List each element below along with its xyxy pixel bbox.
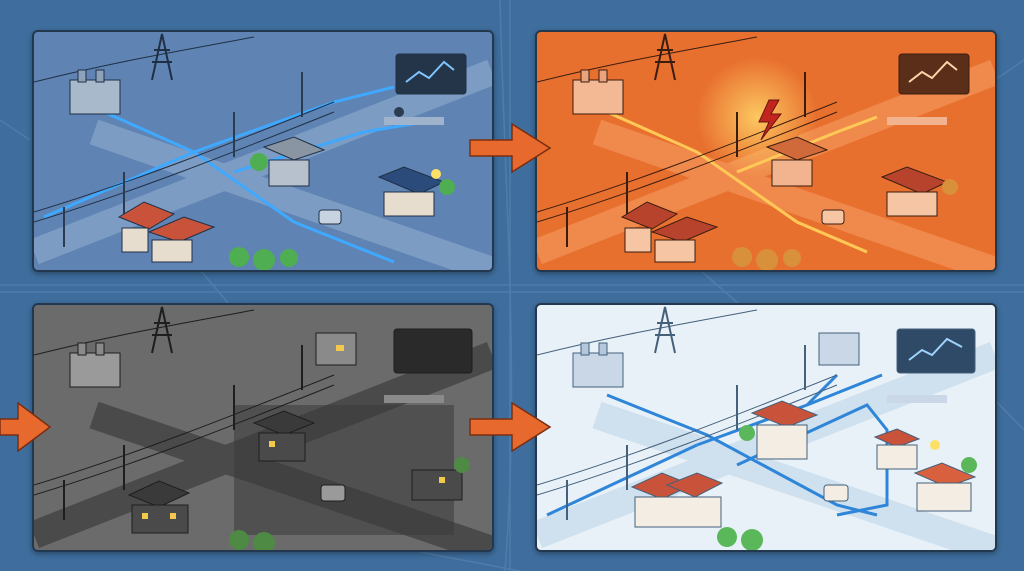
panel-outage	[32, 303, 494, 552]
right-arrow-icon	[0, 397, 52, 457]
house-icon	[620, 201, 719, 263]
switch-box-icon	[821, 209, 845, 225]
building-icon	[765, 136, 829, 187]
restored-grid-scene	[537, 305, 995, 550]
house-icon	[127, 480, 191, 534]
tree-icon	[717, 425, 977, 550]
transmission-tower-icon	[151, 306, 173, 354]
building-icon	[262, 136, 326, 187]
transmission-tower-icon	[654, 33, 676, 81]
control-room-monitor-icon	[887, 53, 970, 125]
control-room-monitor-icon	[887, 328, 976, 403]
switch-box-icon	[823, 484, 849, 502]
house-icon	[630, 472, 724, 528]
panel-normal-operation	[32, 30, 494, 272]
panel-fault-detected	[535, 30, 997, 272]
normal-grid-scene	[34, 32, 492, 270]
tree-icon	[229, 457, 470, 550]
panel-service-restored	[535, 303, 997, 552]
tree-icon	[732, 179, 958, 270]
solar-house-icon	[377, 166, 446, 217]
substation-icon	[572, 69, 624, 115]
house-icon	[252, 410, 316, 462]
control-room-monitor-icon	[384, 53, 467, 125]
control-room-monitor-icon	[384, 328, 473, 403]
garage-icon	[913, 440, 977, 512]
right-arrow-icon	[466, 118, 554, 178]
transmission-tower-icon	[151, 33, 173, 81]
transmission-tower-icon	[654, 306, 676, 354]
house-icon	[750, 400, 819, 460]
substation-icon	[572, 342, 624, 388]
house-icon	[117, 201, 216, 263]
house-icon	[880, 166, 949, 217]
house-icon	[873, 428, 921, 470]
switch-box-icon	[318, 209, 342, 225]
fault-grid-scene	[537, 32, 995, 270]
building-icon	[315, 332, 357, 366]
substation-icon	[69, 69, 121, 115]
switch-box-icon	[320, 484, 346, 502]
house-icon	[411, 469, 463, 501]
tree-icon	[229, 153, 455, 270]
outage-grid-scene	[34, 305, 492, 550]
rerouted-power-lines	[546, 373, 889, 517]
lightning-bolt-icon	[758, 99, 783, 141]
right-arrow-icon	[466, 397, 554, 457]
substation-icon	[69, 342, 121, 388]
building-icon	[818, 332, 860, 366]
